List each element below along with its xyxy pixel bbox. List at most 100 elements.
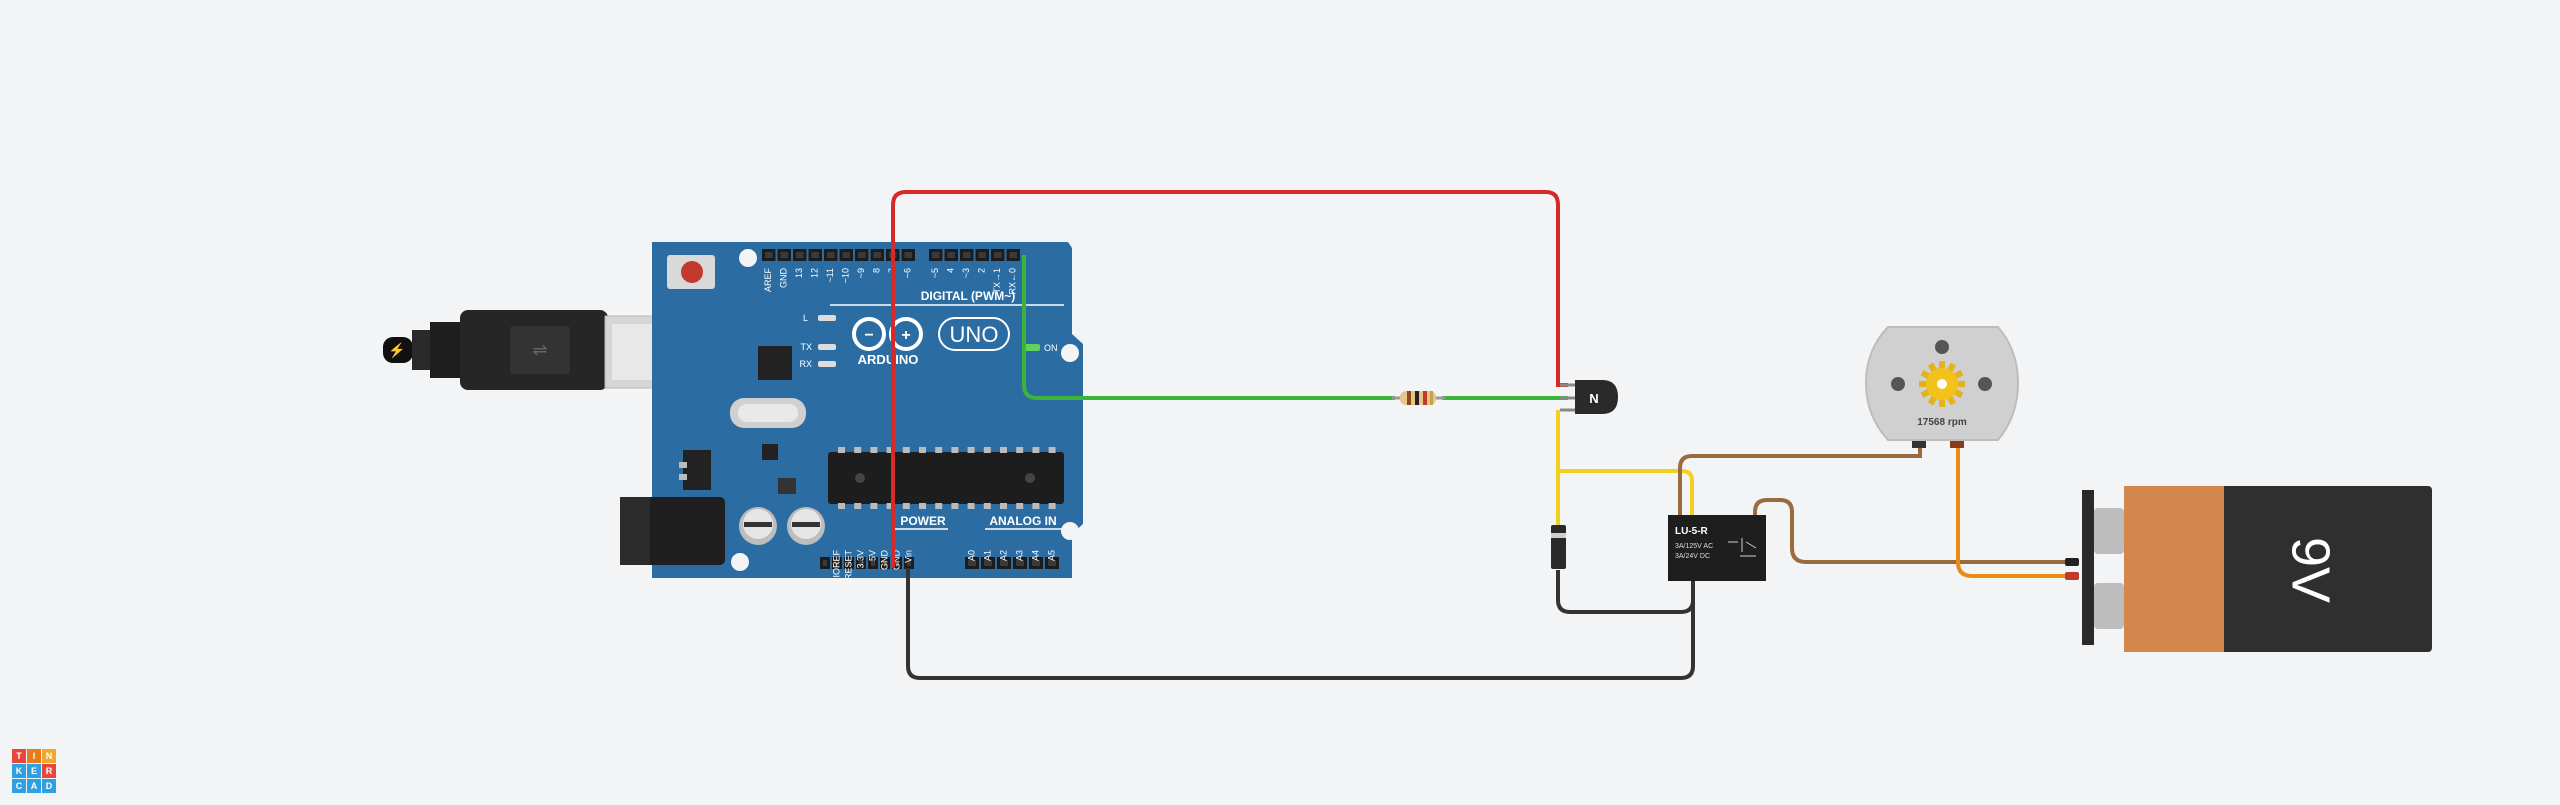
led-tx-label: TX (800, 342, 812, 352)
wire-brown-battery[interactable] (1753, 498, 2065, 564)
chip-pin (854, 503, 862, 509)
pin-label: IOREF (831, 550, 841, 578)
chip-pin (951, 503, 959, 509)
led-tx (818, 344, 836, 350)
pin-label: GND (879, 550, 889, 571)
chip-pins-bottom (838, 503, 1056, 509)
chip-pin (886, 503, 894, 509)
usb-strain-relief-1 (412, 330, 432, 370)
battery-lead-red (2065, 572, 2079, 580)
chip-pin (838, 503, 845, 509)
gear-tooth (1956, 381, 1965, 387)
pin-label: A5 (1046, 550, 1056, 561)
chip-pin (854, 447, 862, 453)
pin-label: ~9 (856, 268, 866, 278)
logo-letter: E (27, 764, 41, 778)
crystal-inner (738, 404, 798, 422)
uno-badge (938, 317, 1010, 351)
usb-cable-tail (383, 337, 413, 363)
chip-pin (1048, 447, 1056, 453)
battery-9v[interactable]: 9V (2065, 486, 2432, 652)
wire-black-gnd[interactable] (906, 568, 1695, 680)
chip-dot (1025, 473, 1035, 483)
mounting-hole (731, 553, 749, 571)
pin-label: Vin (903, 550, 913, 563)
battery-label: 9V (2281, 537, 2341, 603)
logo-letter: D (42, 779, 56, 793)
reset-button-cap[interactable] (681, 261, 703, 283)
power-header[interactable] (820, 557, 914, 569)
pin-label: A4 (1030, 550, 1040, 561)
regulator-pin (679, 462, 687, 468)
header-socket (847, 560, 851, 566)
header-socket (811, 252, 819, 258)
wire-yellow-collector[interactable] (1556, 410, 1694, 515)
pin-label: 8 (872, 268, 882, 273)
pin-label: GND (891, 550, 901, 571)
header-socket (780, 252, 788, 258)
analog-header[interactable] (965, 557, 1059, 569)
battery-label-band (2216, 486, 2432, 652)
pin-label: 3.3V (855, 550, 865, 569)
digital-header[interactable] (762, 249, 1020, 261)
chip-pin (902, 503, 910, 509)
diode-band (1551, 533, 1566, 538)
svg-text:−: − (864, 327, 873, 344)
motor-shaft (1937, 379, 1947, 389)
pin-label: 2 (977, 268, 987, 273)
header-socket (984, 560, 992, 566)
pin-label: A2 (998, 550, 1008, 561)
led-rx (818, 361, 836, 367)
svg-text:+: + (901, 327, 910, 344)
tinkercad-logo[interactable]: T I N K E R C A D (12, 749, 56, 793)
npn-transistor[interactable]: N (1560, 380, 1618, 414)
pin-label: ~6 (903, 268, 913, 278)
logo-letter: R (42, 764, 56, 778)
wire-brown-motor[interactable] (1678, 446, 1922, 515)
chip-pin (870, 447, 878, 453)
relay[interactable]: LU-5-R 3A/125V AC 3A/24V DC (1668, 515, 1766, 581)
power-led (1024, 344, 1040, 351)
logo-letter: N (42, 749, 56, 763)
pin-label: 13 (794, 268, 804, 278)
pin-label: ~3 (961, 268, 971, 278)
pin-label: RX←0 (1008, 268, 1018, 295)
wire-orange-battery[interactable] (1956, 446, 2072, 578)
logo-letter: I (27, 749, 41, 763)
small-ic (778, 478, 796, 494)
uno-label: UNO (950, 322, 999, 347)
relay-rating-dc: 3A/24V DC (1675, 553, 1710, 560)
chip-pin (1016, 503, 1024, 509)
wire-red-5v[interactable] (891, 190, 1568, 568)
header-socket (883, 560, 887, 566)
wire-green-pin2[interactable] (1022, 255, 1395, 400)
motor-screw (1935, 340, 1949, 354)
battery-copper (2124, 486, 2224, 652)
chip-dot (855, 473, 865, 483)
header-socket (1000, 560, 1008, 566)
pin-label: 12 (810, 268, 820, 278)
led-l-label: L (803, 313, 808, 323)
on-label: ON (1044, 343, 1058, 353)
header-socket (859, 560, 863, 566)
header-socket (1009, 252, 1017, 258)
resistor[interactable] (1392, 391, 1445, 405)
header-socket (796, 252, 804, 258)
chip-pin (838, 447, 845, 453)
mounting-hole (1061, 522, 1079, 540)
dc-motor[interactable]: 17568 rpm (1864, 326, 2020, 448)
motor-screw (1891, 377, 1905, 391)
pin-label: ~11 (825, 268, 835, 283)
header-socket (1016, 560, 1024, 566)
small-chip (762, 444, 778, 460)
wires[interactable] (891, 190, 2072, 680)
chip-pin (983, 447, 991, 453)
usb-cable[interactable]: ⚡ ⇌ (383, 310, 716, 390)
pin-label: AREF (763, 268, 773, 293)
diode[interactable] (1551, 525, 1566, 569)
pin-label: GND (779, 268, 789, 289)
